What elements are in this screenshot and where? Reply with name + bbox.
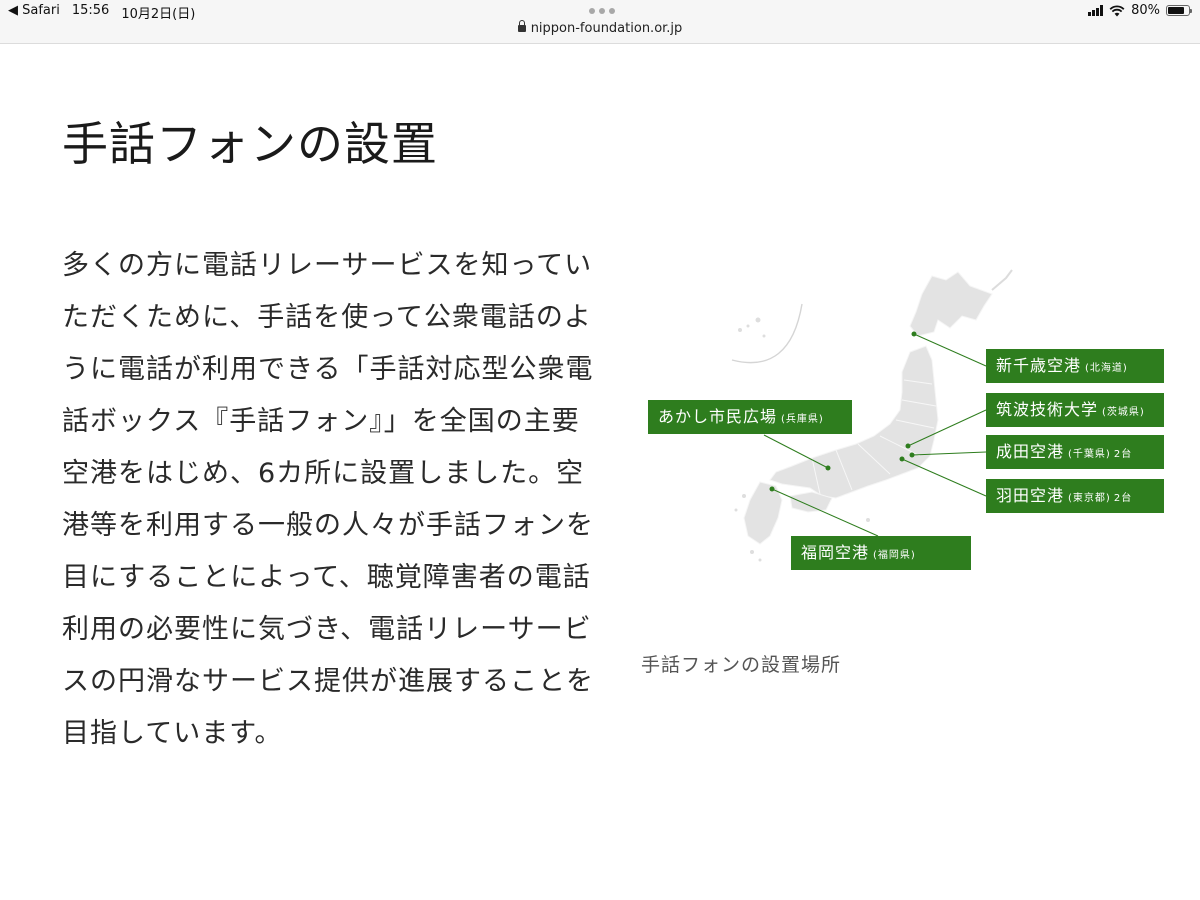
- status-time: 15:56: [71, 3, 110, 18]
- status-left: ◀ Safari 15:56 10月2日(日): [8, 3, 195, 22]
- map-caption: 手話フォンの設置場所: [641, 654, 842, 676]
- location-label-narita: 成田空港(千葉県)2台: [986, 435, 1164, 469]
- wifi-icon: [1109, 4, 1125, 16]
- status-date: 10月2日(日): [121, 7, 196, 22]
- location-label-new-chitose: 新千歳空港(北海道): [986, 349, 1164, 383]
- hokkaido-shape: [909, 271, 993, 337]
- location-label-haneda: 羽田空港(東京都)2台: [986, 479, 1164, 513]
- back-to-safari-link[interactable]: ◀ Safari: [8, 3, 60, 18]
- battery-percent: 80%: [1131, 3, 1160, 18]
- page-title: 手話フォンの設置: [62, 117, 438, 171]
- url-text: nippon-foundation.or.jp: [530, 21, 683, 36]
- address-bar[interactable]: nippon-foundation.or.jp: [0, 20, 1200, 36]
- location-label-tsukuba: 筑波技術大学(茨城県): [986, 393, 1164, 427]
- kyushu-shape: [743, 481, 783, 545]
- cellular-signal-icon: [1088, 5, 1104, 16]
- browser-status-bar: ◀ Safari 15:56 10月2日(日) nippon-foundatio…: [0, 0, 1200, 44]
- japan-map-icon: [731, 269, 1013, 562]
- crescent-line: [731, 303, 803, 364]
- lock-icon: [517, 20, 526, 32]
- battery-icon: [1166, 5, 1192, 16]
- japan-map-figure: 新千歳空港(北海道) 筑波技術大学(茨城県) 成田空港(千葉県)2台 羽田空港(…: [640, 260, 1180, 600]
- body-paragraph: 多くの方に電話リレーサービスを知っていただくために、手話を使って公衆電話のように…: [62, 250, 594, 749]
- multitasking-dots-icon[interactable]: [589, 8, 615, 14]
- location-label-fukuoka: 福岡空港(福岡県): [791, 536, 971, 570]
- status-right: 80%: [1088, 3, 1192, 18]
- shikoku-shape: [789, 491, 833, 513]
- location-label-akashi: あかし市民広場(兵庫県): [648, 400, 852, 434]
